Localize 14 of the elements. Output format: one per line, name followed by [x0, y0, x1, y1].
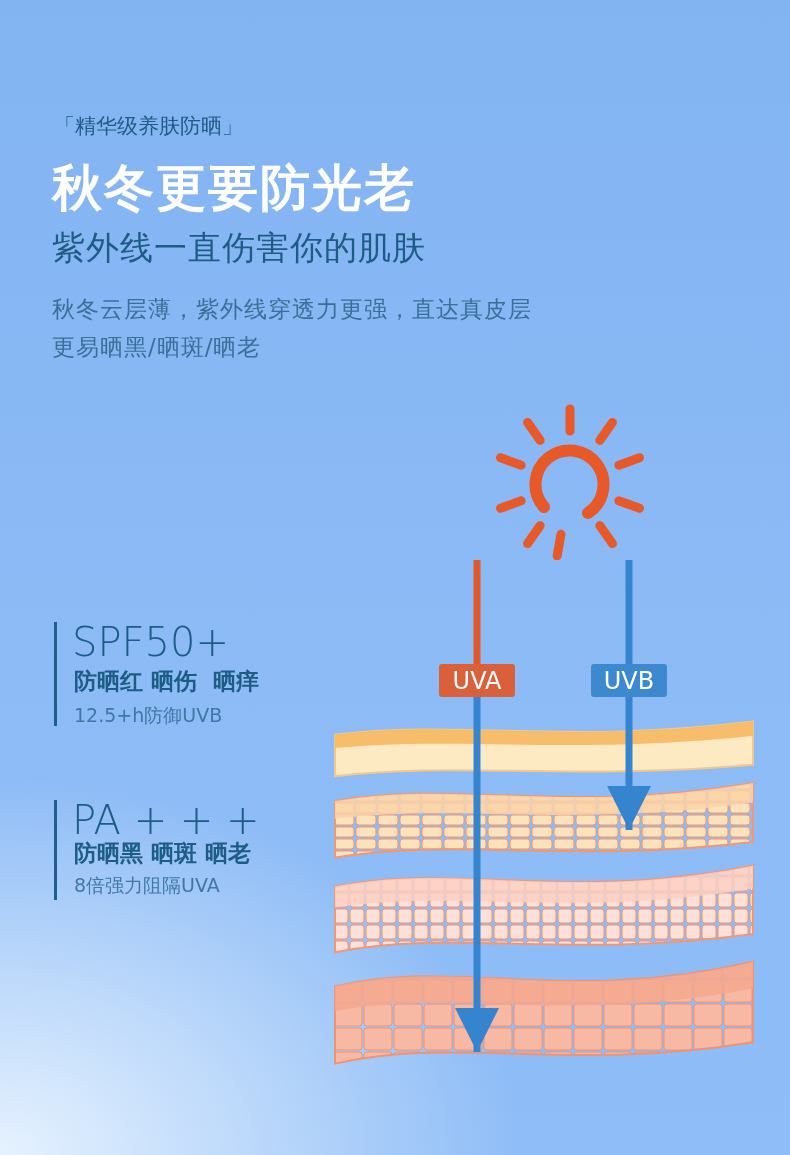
tagline: 「精华级养肤防晒」 — [54, 114, 243, 140]
benefit-text: 防晒黑 晒斑 晒老 — [74, 840, 251, 868]
spf-rating: SPF50+ — [72, 618, 229, 666]
title: 秋冬更要防光老 — [52, 158, 416, 218]
label-tag: UVA — [439, 664, 515, 697]
description-text: 秋冬云层薄，紫外线穿透力更强，直达真皮层 — [52, 296, 532, 324]
arrow — [455, 697, 499, 1052]
arrow — [607, 697, 651, 830]
label-tag: UVB — [591, 664, 667, 697]
note-text: 8倍强力阻隔UVA — [74, 874, 220, 897]
description-text: 更易晒黑/晒斑/晒老 — [52, 334, 262, 362]
note-text: 12.5+h防御UVB — [74, 704, 223, 727]
benefit-text: 防晒红 晒伤 晒痒 — [74, 668, 260, 696]
subheading: 紫外线一直伤害你的肌肤 — [52, 228, 426, 268]
